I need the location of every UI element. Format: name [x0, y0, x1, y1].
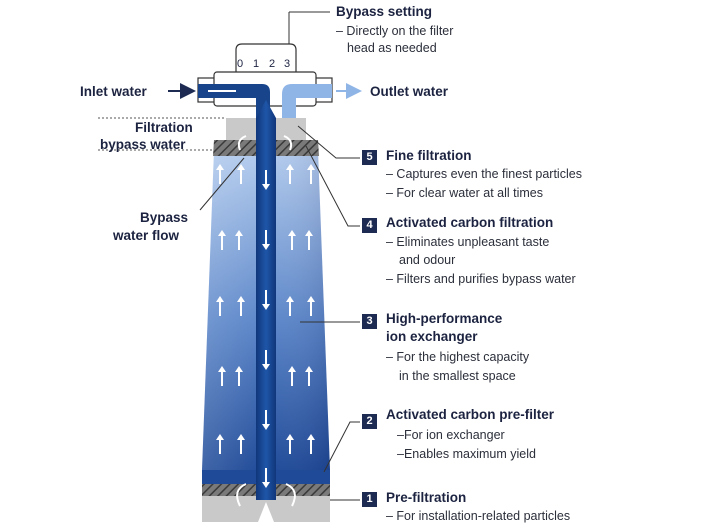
filter-head [235, 43, 297, 77]
stage-3-title-2: ion exchanger [386, 329, 478, 344]
upflow-arrow [216, 434, 224, 454]
stage-5-badge: 5 [362, 150, 377, 165]
upflow-arrow [237, 296, 245, 316]
upflow-arrow [237, 434, 245, 454]
dial-mark-2: 2 [269, 58, 276, 70]
dial-mark-0: 0 [237, 58, 244, 70]
stage-3-badge: 3 [362, 314, 377, 329]
downflow-arrow [262, 468, 270, 488]
leader-2 [323, 421, 360, 473]
bypass-setting-title: Bypass setting [336, 4, 433, 19]
stage-5-item-2: – For clear water at all times [386, 186, 543, 200]
stage-4-item-2: and odour [399, 253, 456, 267]
outlet-water-label: Outlet water [370, 84, 449, 99]
bypass-flow-label-2: water flow [113, 228, 180, 243]
outlet-pipe [282, 84, 332, 122]
tube-bottom-notch [258, 502, 274, 522]
leader-5 [297, 125, 360, 159]
stage-3-item-2: in the smallest space [399, 369, 516, 383]
stage-1-title: Pre-filtration [386, 490, 467, 505]
upflow-arrow [307, 296, 315, 316]
upflow-arrow [288, 230, 296, 250]
stage-1-badge: 1 [362, 492, 377, 507]
upflow-arrow [288, 366, 296, 386]
upflow-arrow [307, 434, 315, 454]
stage-1-item-1: – For installation-related particles [386, 509, 571, 523]
stage-5-title: Fine filtration [386, 148, 472, 163]
stage-2-item-1: –For ion exchanger [397, 428, 505, 442]
stage-2-badge: 2 [362, 414, 377, 429]
upflow-arrow [237, 164, 245, 184]
upflow-arrows [216, 164, 315, 454]
stage-4-badge: 4 [362, 218, 377, 233]
upflow-arrow [218, 230, 226, 250]
inlet-water-label: Inlet water [80, 84, 147, 99]
stage-3-item-1: – For the highest capacity [386, 350, 530, 364]
upflow-arrow [218, 366, 226, 386]
downflow-arrow [262, 350, 270, 370]
stage-3-title-1: High-performance [386, 311, 503, 326]
stage-4-item-1: – Eliminates unpleasant taste [386, 235, 550, 249]
upflow-arrow [307, 164, 315, 184]
bypass-setting-line-1: – Directly on the filter [336, 24, 454, 38]
top-cap-right [276, 118, 306, 140]
upflow-arrow [216, 164, 224, 184]
upflow-arrow [216, 296, 224, 316]
inlet-pipe [198, 84, 270, 122]
bypass-flow-label-1: Bypass [140, 210, 189, 225]
stage-4-title: Activated carbon filtration [386, 215, 554, 230]
filtration-bypass-label-2: bypass water [100, 137, 186, 152]
top-cap-left [226, 118, 256, 140]
leader-4 [305, 145, 360, 227]
bypass-setting-line-2: head as needed [347, 41, 437, 55]
upflow-arrow [286, 434, 294, 454]
dial-mark-1: 1 [253, 58, 260, 70]
upflow-arrow [235, 366, 243, 386]
stage-5-item-1: – Captures even the finest particles [386, 167, 582, 181]
upflow-arrow [235, 230, 243, 250]
filtration-bypass-label-1: Filtration [135, 120, 193, 135]
downflow-arrow [262, 410, 270, 430]
upflow-arrow [305, 230, 313, 250]
downflow-arrow [262, 230, 270, 250]
downflow-arrow [262, 170, 270, 190]
downflow-arrows [262, 170, 270, 488]
stage-4-item-3: – Filters and purifies bypass water [386, 272, 576, 286]
downflow-arrow [262, 290, 270, 310]
upflow-arrow [286, 164, 294, 184]
stage-2-title: Activated carbon pre-filter [386, 407, 555, 422]
upflow-arrow [286, 296, 294, 316]
dial-mark-3: 3 [284, 58, 291, 70]
stage-2-item-2: –Enables maximum yield [397, 447, 536, 461]
upflow-arrow [305, 366, 313, 386]
